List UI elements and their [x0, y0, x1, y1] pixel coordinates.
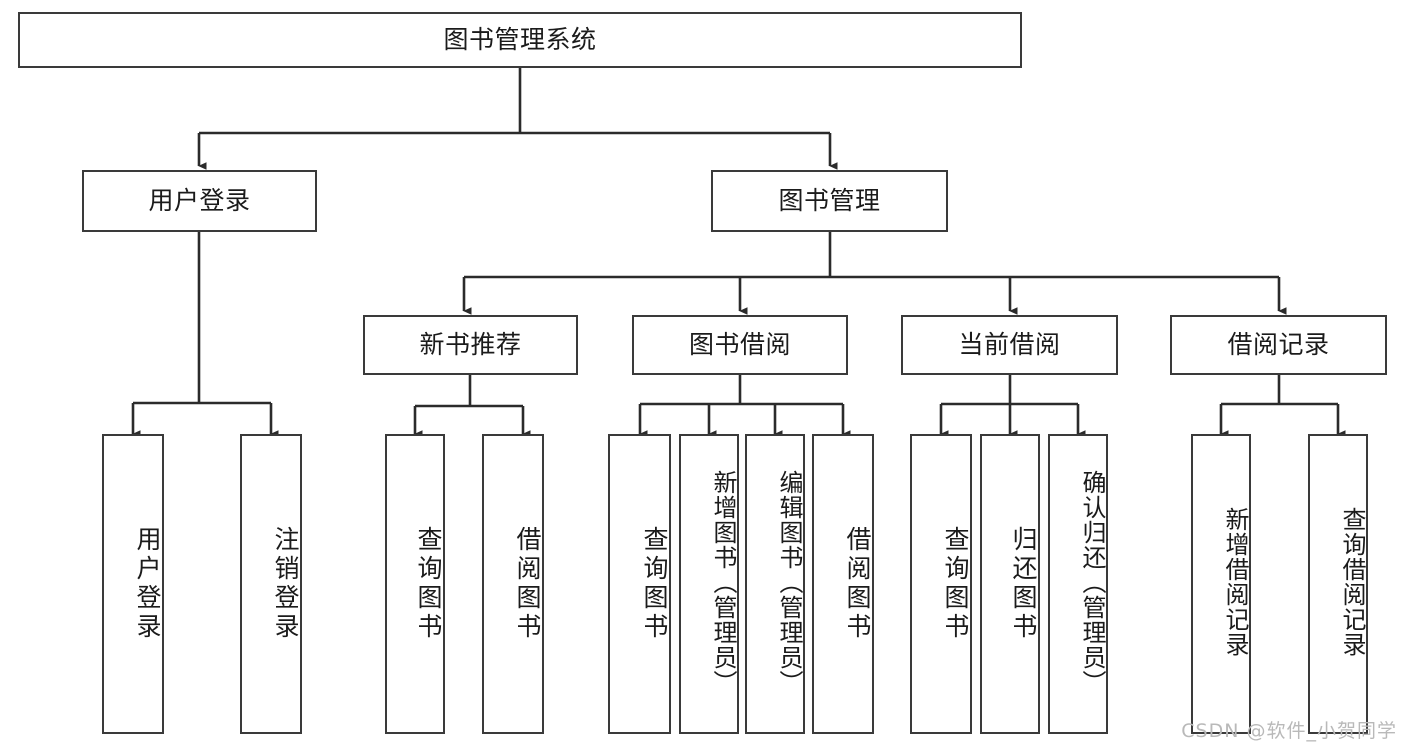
node-label: 查询图书 — [640, 526, 669, 642]
leaf-user-login-login[interactable]: 用户登录 — [102, 434, 164, 734]
node-label: 编辑图书（管理员） — [775, 469, 803, 695]
leaf-record-query-borrow-record[interactable]: 查询借阅记录 — [1308, 434, 1368, 734]
leaf-book-borrow-query-book[interactable]: 查询图书 — [608, 434, 671, 734]
leaf-new-book-query-book[interactable]: 查询图书 — [385, 434, 445, 734]
node-label: 图书管理 — [778, 186, 881, 216]
leaf-record-add-borrow-record[interactable]: 新增借阅记录 — [1191, 434, 1251, 734]
node-label: 图书管理系统 — [443, 25, 597, 55]
watermark-text: CSDN @软件_小贺同学 — [1181, 720, 1397, 742]
leaf-book-borrow-edit-book-admin[interactable]: 编辑图书（管理员） — [745, 434, 805, 734]
node-label: 当前借阅 — [958, 330, 1061, 360]
leaf-user-login-logout[interactable]: 注销登录 — [240, 434, 302, 734]
node-label: 借阅图书 — [513, 526, 542, 642]
node-label: 确认归还（管理员） — [1078, 469, 1106, 695]
node-label: 用户登录 — [133, 526, 162, 642]
node-label: 用户登录 — [148, 186, 251, 216]
node-book-borrowing[interactable]: 图书借阅 — [632, 315, 848, 375]
node-root-book-management-system[interactable]: 图书管理系统 — [18, 12, 1022, 68]
node-label: 新书推荐 — [419, 330, 522, 360]
node-label: 新增图书（管理员） — [709, 469, 737, 695]
node-label: 新增借阅记录 — [1221, 507, 1249, 657]
leaf-current-borrow-query-book[interactable]: 查询图书 — [910, 434, 972, 734]
node-book-management[interactable]: 图书管理 — [711, 170, 948, 232]
node-user-login[interactable]: 用户登录 — [82, 170, 317, 232]
node-label: 借阅记录 — [1227, 330, 1330, 360]
node-new-book-recommendation[interactable]: 新书推荐 — [363, 315, 578, 375]
node-label: 查询图书 — [414, 526, 443, 642]
node-label: 归还图书 — [1009, 526, 1038, 642]
node-label: 借阅图书 — [843, 526, 872, 642]
leaf-new-book-borrow-book[interactable]: 借阅图书 — [482, 434, 544, 734]
leaf-current-borrow-return-book[interactable]: 归还图书 — [980, 434, 1040, 734]
node-current-borrowing[interactable]: 当前借阅 — [901, 315, 1118, 375]
node-label: 注销登录 — [271, 526, 300, 642]
node-label: 查询图书 — [941, 526, 970, 642]
leaf-book-borrow-borrow-book[interactable]: 借阅图书 — [812, 434, 874, 734]
node-borrowing-records[interactable]: 借阅记录 — [1170, 315, 1387, 375]
leaf-current-borrow-confirm-return-admin[interactable]: 确认归还（管理员） — [1048, 434, 1108, 734]
node-label: 图书借阅 — [688, 330, 791, 360]
node-label: 查询借阅记录 — [1338, 507, 1366, 657]
leaf-book-borrow-add-book-admin[interactable]: 新增图书（管理员） — [679, 434, 739, 734]
